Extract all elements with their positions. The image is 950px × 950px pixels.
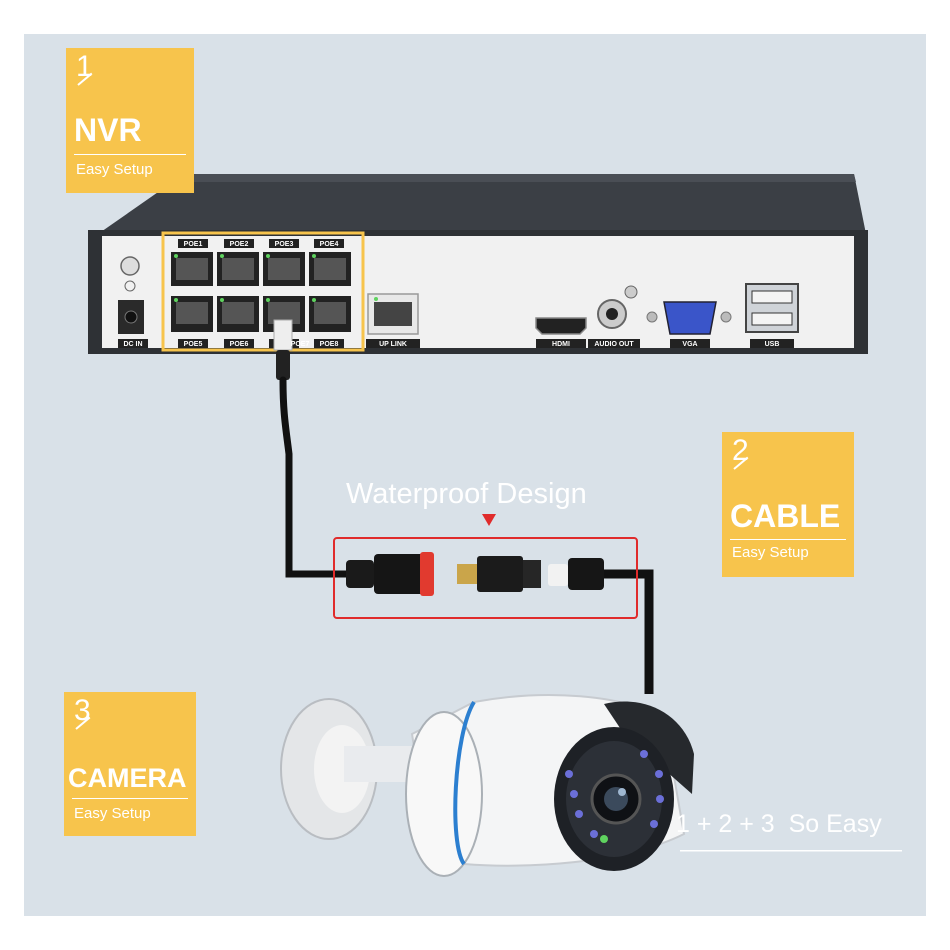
label-usb: USB bbox=[765, 341, 780, 348]
poe-ports-top-row bbox=[171, 252, 351, 286]
label-poe6: POE6 bbox=[230, 341, 249, 348]
poe-ports-bottom-row bbox=[171, 296, 351, 332]
label-poe1: POE1 bbox=[184, 241, 203, 248]
waterproof-highlight-box bbox=[333, 537, 638, 619]
label-poe4: POE4 bbox=[320, 241, 339, 248]
label-up-link: UP LINK bbox=[379, 341, 407, 348]
ethernet-cable bbox=[279, 376, 358, 578]
waterproof-caption: Waterproof Design bbox=[346, 478, 587, 510]
label-poe5: POE5 bbox=[184, 341, 203, 348]
bullet-camera bbox=[280, 694, 694, 877]
label-poe3: POE3 bbox=[275, 241, 294, 248]
waterproof-connector bbox=[346, 552, 654, 694]
label-vga: VGA bbox=[682, 341, 697, 348]
card-camera-subtitle: Easy Setup bbox=[74, 805, 151, 822]
reset-screw bbox=[120, 256, 140, 276]
label-poe7: POE7 bbox=[291, 341, 310, 348]
so-easy-underline bbox=[680, 850, 902, 852]
card-nvr-rule bbox=[74, 154, 186, 155]
rj45-plug bbox=[273, 319, 293, 351]
card-camera-title: CAMERA bbox=[68, 763, 187, 793]
card-nvr: 1 NVR Easy Setup bbox=[66, 48, 194, 193]
label-dc-in: DC IN bbox=[123, 341, 142, 348]
card-cable-rule bbox=[730, 539, 846, 540]
poe-highlight-box bbox=[161, 231, 365, 352]
down-arrow-icon bbox=[482, 514, 496, 526]
ground-symbol bbox=[124, 280, 136, 292]
nvr-top-cover bbox=[98, 174, 866, 234]
label-audio-out: AUDIO OUT bbox=[594, 341, 634, 348]
card-nvr-title: NVR bbox=[74, 112, 142, 148]
card-cable: 2 CABLE Easy Setup bbox=[722, 432, 854, 577]
card-camera: 3 CAMERA Easy Setup bbox=[64, 692, 196, 836]
card-nvr-subtitle: Easy Setup bbox=[76, 161, 153, 178]
label-hdmi: HDMI bbox=[552, 341, 570, 348]
card-cable-title: CABLE bbox=[730, 498, 841, 534]
card-camera-rule bbox=[72, 798, 188, 799]
label-poe8: POE8 bbox=[320, 341, 339, 348]
card-cable-subtitle: Easy Setup bbox=[732, 544, 809, 561]
vga-port bbox=[663, 301, 717, 335]
nvr-back-panel bbox=[102, 236, 854, 348]
label-poe2: POE2 bbox=[230, 241, 249, 248]
scene-graphics: POE1 POE2 POE3 POE4 POE5 POE6 POE7 POE8 … bbox=[88, 174, 902, 877]
so-easy-caption: 1 + 2 + 3 So Easy bbox=[676, 810, 882, 838]
product-illustration: POE1 POE2 POE3 POE4 POE5 POE6 POE7 POE8 … bbox=[24, 34, 926, 916]
hdmi-port bbox=[535, 317, 587, 335]
